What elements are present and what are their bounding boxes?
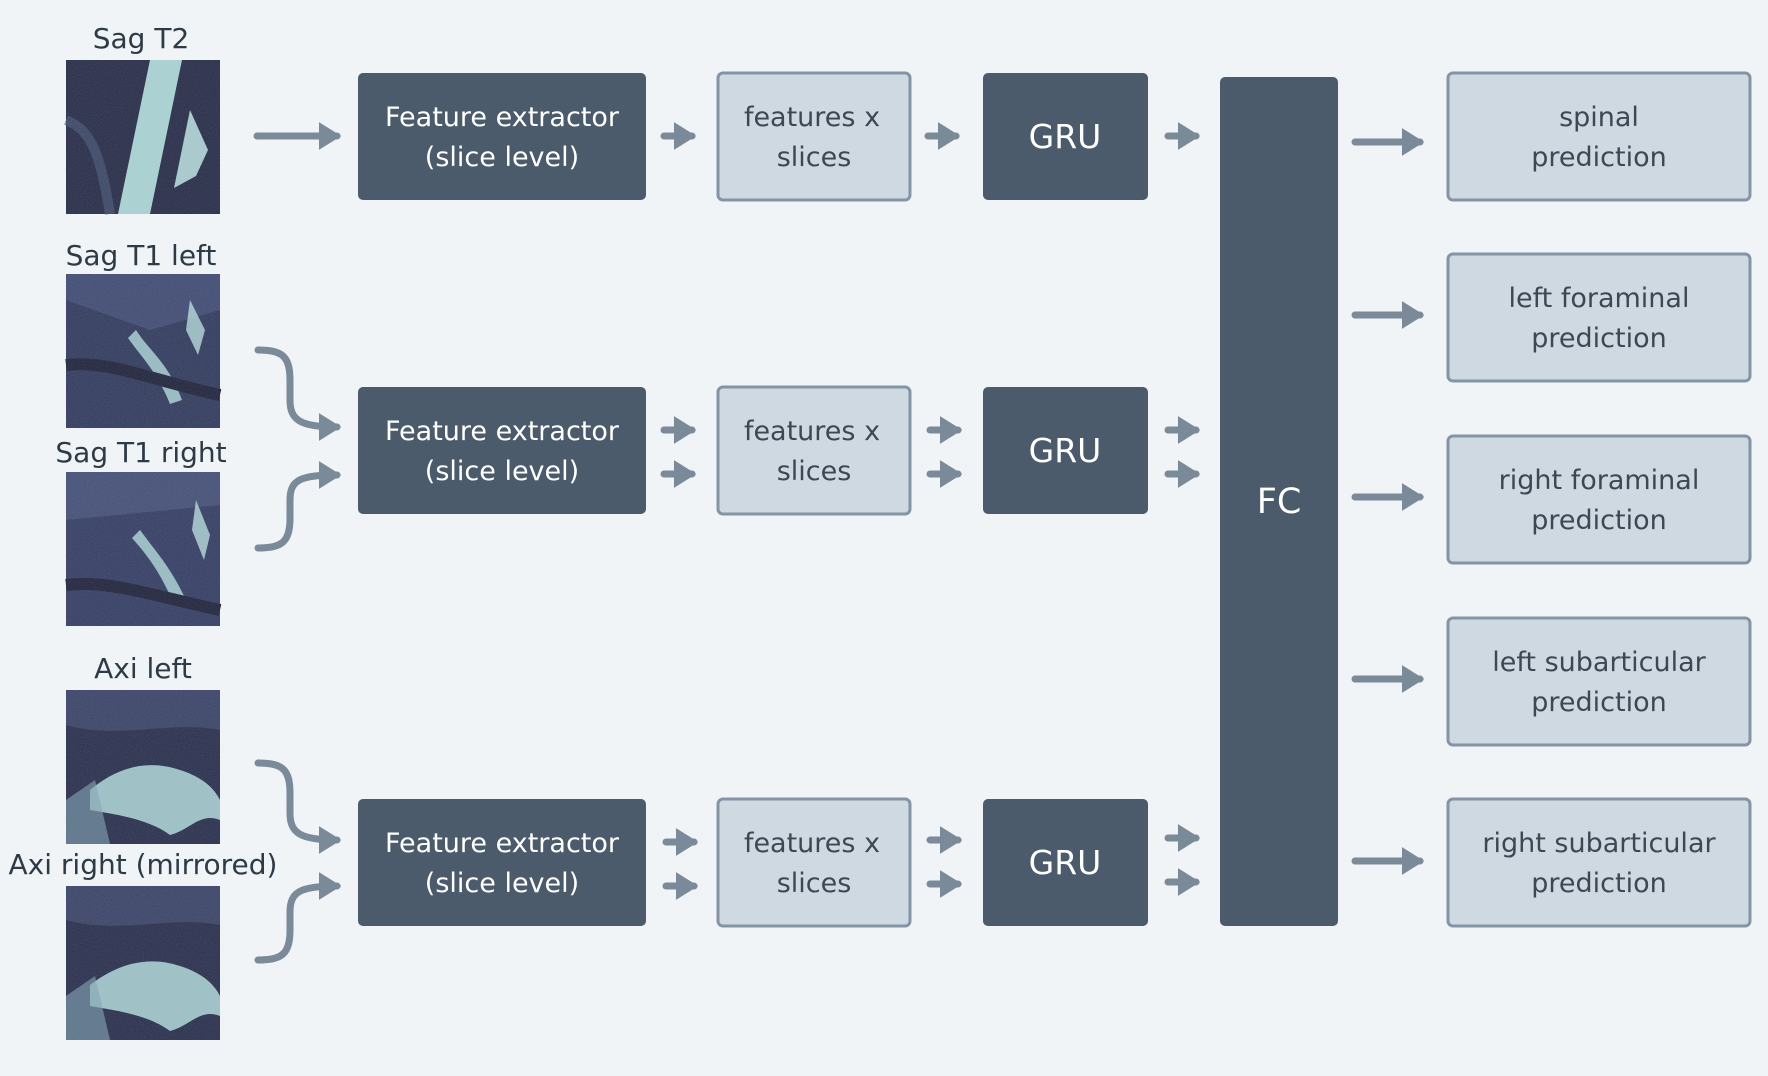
feature-extractor-1-line1: Feature extractor [385,102,620,133]
gru-2: GRU [983,387,1148,514]
features-slices-3: features x slices [716,797,912,928]
mri-thumbnail-sag-t2 [63,60,220,215]
feature-extractor-2: Feature extractor (slice level) [358,387,646,514]
features-slices-2: features x slices [716,385,912,516]
feature-extractor-1-line2: (slice level) [425,142,579,173]
features-slices-3-line1: features x [744,828,880,859]
gru-1-label: GRU [1029,117,1102,156]
output-left-foraminal-line1: left foraminal [1509,283,1690,314]
features-slices-1-line2: slices [777,142,852,173]
output-right-subarticular-prediction: right subarticular prediction [1446,797,1752,928]
output-left-subarticular-line2: prediction [1531,687,1666,718]
output-left-foraminal-prediction: left foraminal prediction [1446,252,1752,383]
arrow-sag-t1-left-to-extractor [254,346,342,441]
input-label-axi-left: Axi left [94,652,192,685]
output-left-subarticular-line1: left subarticular [1492,647,1706,678]
feature-extractor-3-line1: Feature extractor [385,828,620,859]
gru-3-label: GRU [1029,843,1102,882]
output-left-foraminal-line2: prediction [1531,323,1666,354]
output-left-subarticular-prediction: left subarticular prediction [1446,616,1752,747]
gru-2-label: GRU [1029,431,1102,470]
mri-thumbnail-sag-t1-right [65,472,222,626]
feature-extractor-2-line2: (slice level) [425,456,579,487]
mri-thumbnail-axi-left [66,690,220,844]
fc-layer: FC [1220,77,1338,926]
feature-extractor-3-line2: (slice level) [425,868,579,899]
arrow-axi-right-to-extractor [254,872,342,964]
output-right-foraminal-line2: prediction [1531,505,1666,536]
output-right-foraminal-prediction: right foraminal prediction [1446,434,1752,565]
features-slices-3-line2: slices [777,868,852,899]
feature-extractor-1: Feature extractor (slice level) [358,73,646,200]
input-label-sag-t2: Sag T2 [93,22,190,55]
output-spinal-prediction: spinal prediction [1446,71,1752,202]
output-right-subarticular-line1: right subarticular [1482,828,1716,859]
input-label-sag-t1-left: Sag T1 left [66,239,217,272]
input-label-axi-right: Axi right (mirrored) [9,848,278,881]
features-slices-1: features x slices [716,71,912,202]
output-right-subarticular-line2: prediction [1531,868,1666,899]
fc-label: FC [1257,482,1302,522]
gru-1: GRU [983,73,1148,200]
gru-3: GRU [983,799,1148,926]
output-spinal-line1: spinal [1559,102,1639,133]
feature-extractor-3: Feature extractor (slice level) [358,799,646,926]
features-slices-2-line1: features x [744,416,880,447]
mri-thumbnail-axi-right [66,886,220,1040]
arrow-sag-t1-right-to-extractor [254,461,342,552]
feature-extractor-2-line1: Feature extractor [385,416,620,447]
features-slices-2-line2: slices [777,456,852,487]
features-slices-1-line1: features x [744,102,880,133]
input-label-sag-t1-right: Sag T1 right [55,436,226,469]
output-spinal-line2: prediction [1531,142,1666,173]
arrow-axi-left-to-extractor [254,759,342,854]
output-right-foraminal-line1: right foraminal [1499,465,1700,496]
mri-thumbnail-sag-t1-left [65,274,222,428]
